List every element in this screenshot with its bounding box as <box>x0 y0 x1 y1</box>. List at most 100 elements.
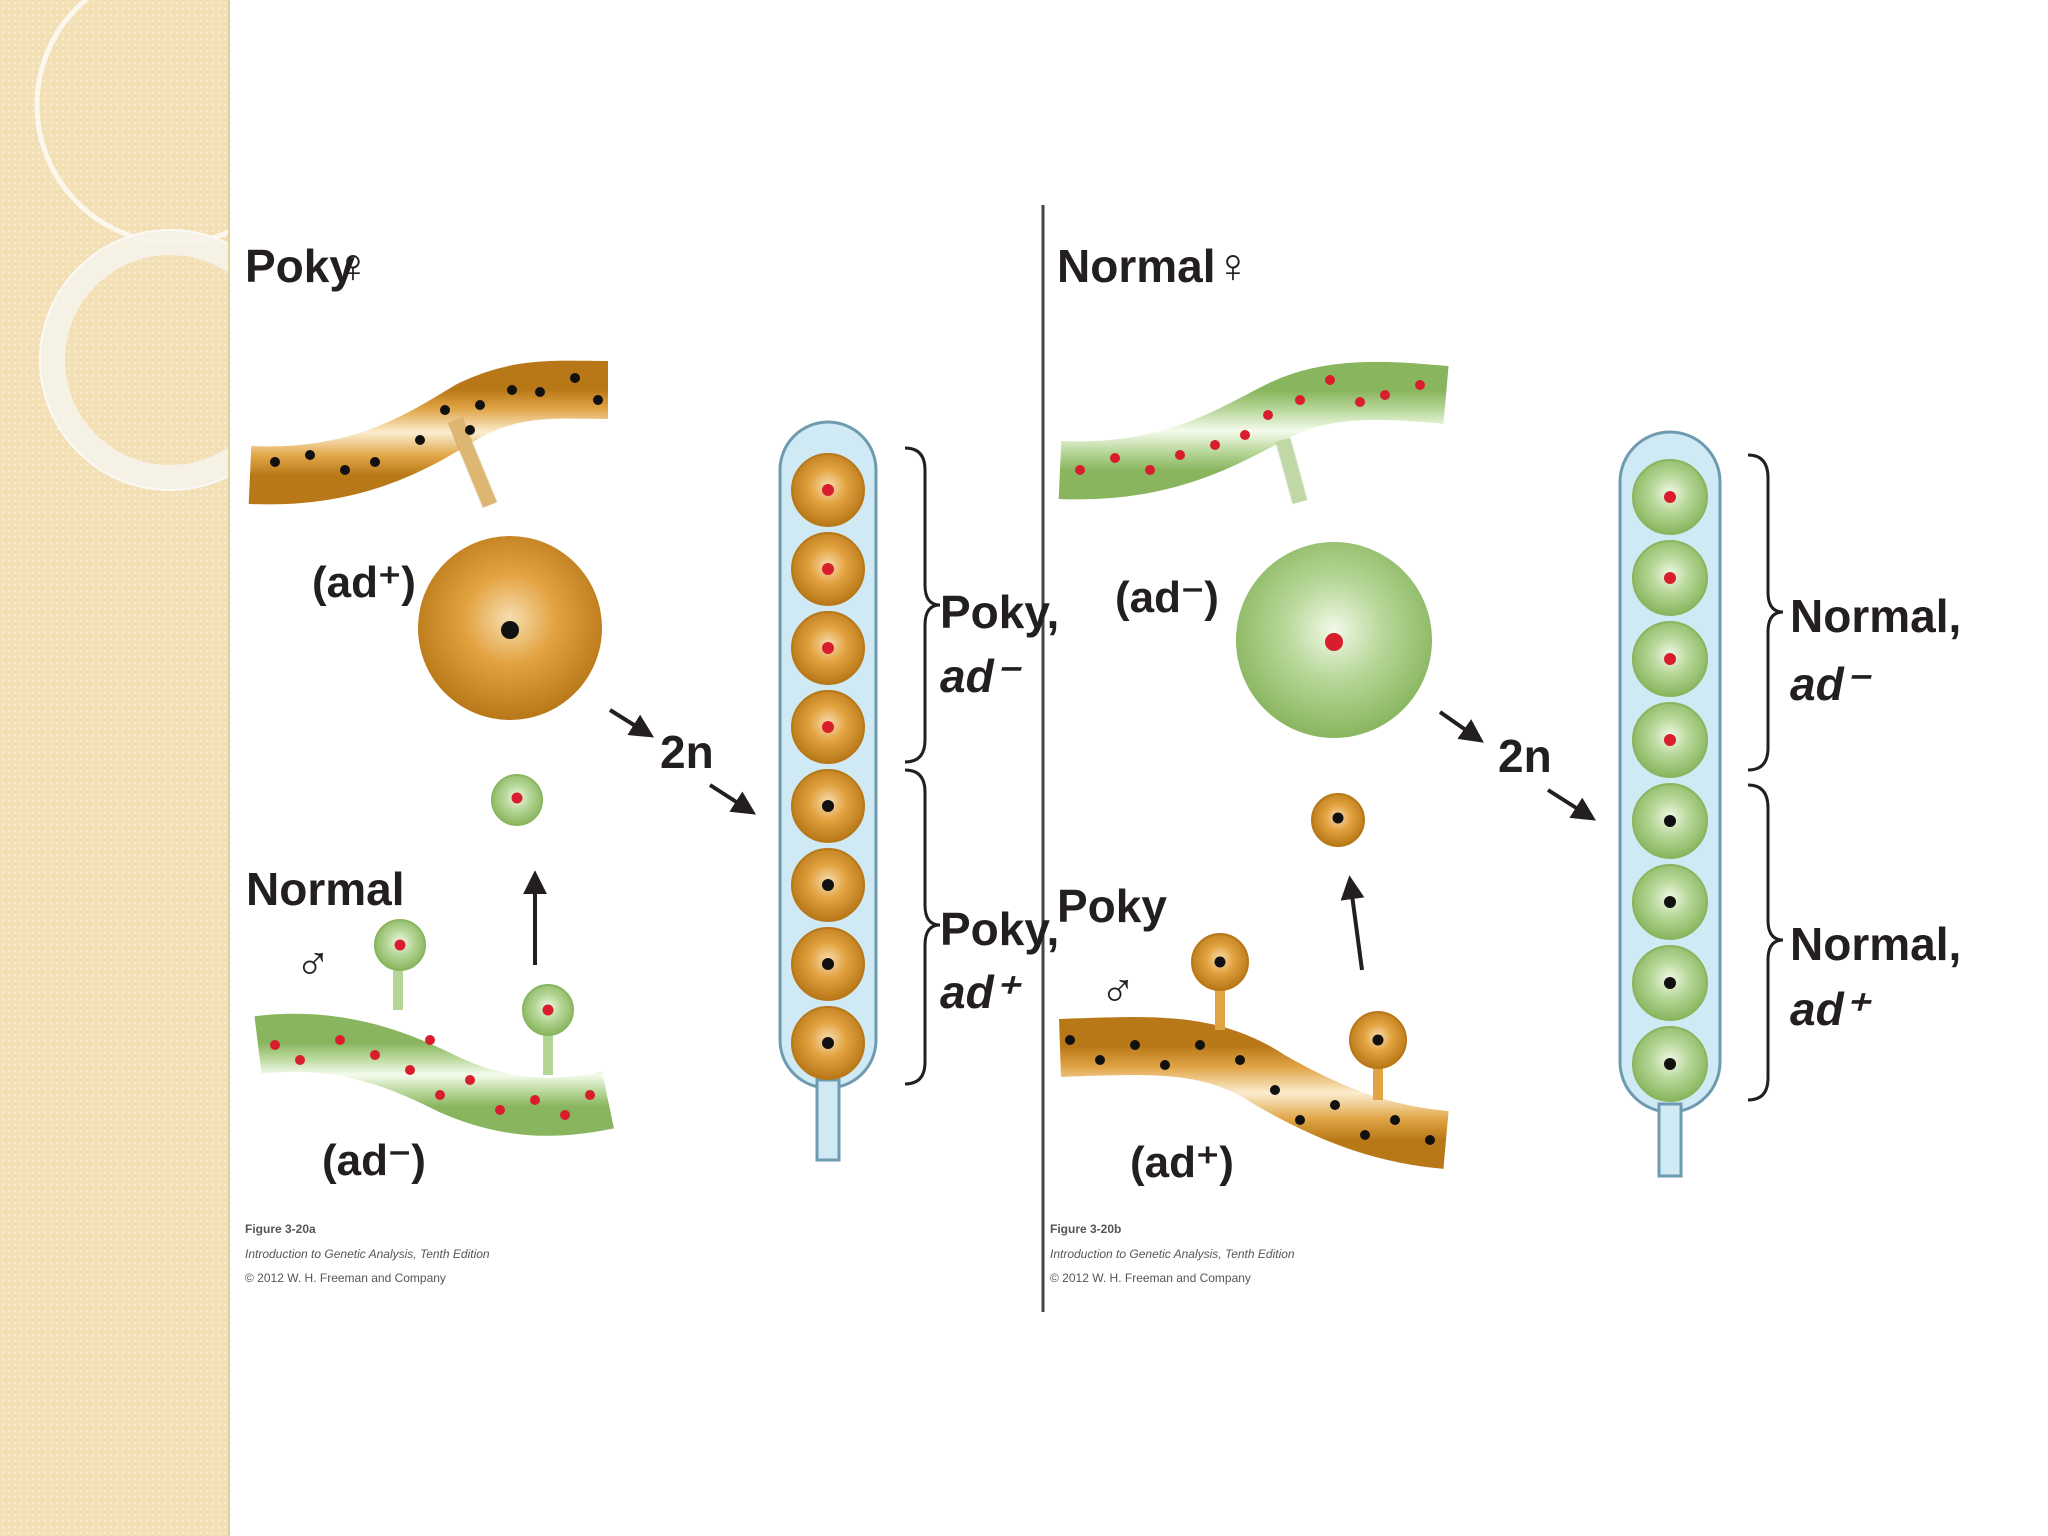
female-symbol: ♀ <box>335 240 371 293</box>
male-conidium-2-nucleus <box>543 1005 554 1016</box>
conidium-nucleus <box>1333 813 1344 824</box>
male-genotype: (ad⁻) <box>322 1136 426 1185</box>
ascospore-nucleus <box>1664 1058 1676 1070</box>
hyphal-nucleus <box>1325 375 1335 385</box>
hyphal-nucleus <box>465 425 475 435</box>
ascospore-nucleus <box>822 484 834 496</box>
hyphal-nucleus <box>1415 380 1425 390</box>
diploid-arrow-out <box>710 785 752 812</box>
hyphal-nucleus <box>585 1090 595 1100</box>
hyphal-nucleus <box>270 457 280 467</box>
ascospore-nucleus <box>822 721 834 733</box>
ascospore-nucleus <box>1664 815 1676 827</box>
hyphal-nucleus <box>1240 430 1250 440</box>
hyphal-nucleus <box>507 385 517 395</box>
panel-a: Poky ♀ (ad⁺) Normal ♂ (ad⁻) 2n <box>245 240 1059 1285</box>
hyphal-nucleus <box>570 373 580 383</box>
female-genotype: (ad⁺) <box>312 558 416 607</box>
female-label: Normal <box>1057 240 1215 292</box>
female-nucleus <box>501 621 519 639</box>
hyphal-nucleus <box>1175 450 1185 460</box>
upper-spores-bracket <box>905 448 940 762</box>
ascospore-nucleus <box>1664 896 1676 908</box>
hyphal-nucleus <box>370 1050 380 1060</box>
fertilization-arrow <box>1350 880 1362 970</box>
hyphal-nucleus <box>370 457 380 467</box>
diploid-label: 2n <box>1498 730 1552 782</box>
ascospore-nucleus <box>1664 572 1676 584</box>
female-nucleus <box>1325 633 1343 651</box>
male-conidium-1-nucleus <box>1215 957 1226 968</box>
hyphal-nucleus <box>1145 465 1155 475</box>
panel-b: Normal ♀ (ad⁻) Poky ♂ (ad⁺) 2n Normal, a… <box>1050 240 1961 1285</box>
male-symbol: ♂ <box>1100 963 1136 1016</box>
lower-spores-label-2: ad⁺ <box>940 966 1023 1018</box>
upper-spores-label-2: ad⁻ <box>1790 658 1873 710</box>
upper-spores-label-1: Poky, <box>940 586 1059 638</box>
hyphal-nucleus <box>435 1090 445 1100</box>
diploid-arrow-out <box>1548 790 1592 818</box>
ascospore-nucleus <box>1664 977 1676 989</box>
hyphal-nucleus <box>1360 1130 1370 1140</box>
hyphal-nucleus <box>415 435 425 445</box>
female-genotype: (ad⁻) <box>1115 573 1219 622</box>
female-hypha <box>250 390 608 476</box>
hyphal-nucleus <box>1065 1035 1075 1045</box>
ascus-stalk <box>1659 1104 1681 1176</box>
hyphal-nucleus <box>1263 410 1273 420</box>
hyphal-nucleus <box>270 1040 280 1050</box>
hyphal-nucleus <box>560 1110 570 1120</box>
male-conidium-2-nucleus <box>1373 1035 1384 1046</box>
ascospore-nucleus <box>822 800 834 812</box>
upper-spores-label-1: Normal, <box>1790 590 1961 642</box>
hyphal-nucleus <box>593 395 603 405</box>
lower-spores-label-1: Poky, <box>940 903 1059 955</box>
hyphal-nucleus <box>1130 1040 1140 1050</box>
diploid-arrow-in <box>610 710 650 735</box>
male-label: Normal <box>246 863 404 915</box>
ascospore-nucleus <box>1664 653 1676 665</box>
conidium-nucleus <box>512 793 523 804</box>
hyphal-nucleus <box>1075 465 1085 475</box>
male-hypha <box>258 1043 608 1107</box>
upper-spores-label-2: ad⁻ <box>940 650 1023 702</box>
lower-spores-label-1: Normal, <box>1790 918 1961 970</box>
hyphal-nucleus <box>1110 453 1120 463</box>
ascospore-nucleus <box>822 958 834 970</box>
male-conidium-1-nucleus <box>395 940 406 951</box>
hyphal-nucleus <box>1195 1040 1205 1050</box>
caption-book: Introduction to Genetic Analysis, Tenth … <box>1050 1247 1295 1261</box>
ascospore-nucleus <box>822 642 834 654</box>
hyphal-nucleus <box>335 1035 345 1045</box>
female-stalk-outline <box>1283 440 1300 502</box>
ascospore-nucleus <box>822 1037 834 1049</box>
diploid-arrow-in <box>1440 712 1480 740</box>
hyphal-nucleus <box>1295 395 1305 405</box>
hyphal-nucleus <box>465 1075 475 1085</box>
female-symbol: ♀ <box>1215 240 1251 293</box>
hyphal-nucleus <box>475 400 485 410</box>
hyphal-nucleus <box>1330 1100 1340 1110</box>
hyphal-nucleus <box>405 1065 415 1075</box>
hyphal-nucleus <box>295 1055 305 1065</box>
upper-spores-bracket <box>1748 455 1783 770</box>
caption-figure: Figure 3-20a <box>245 1222 316 1236</box>
ascospore-nucleus <box>822 563 834 575</box>
caption-copyright: © 2012 W. H. Freeman and Company <box>1050 1271 1251 1285</box>
hyphal-nucleus <box>495 1105 505 1115</box>
hyphal-nucleus <box>1390 1115 1400 1125</box>
hyphal-nucleus <box>1160 1060 1170 1070</box>
hyphal-nucleus <box>530 1095 540 1105</box>
male-label: Poky <box>1057 880 1167 932</box>
lower-spores-bracket <box>905 770 940 1084</box>
ascus-stalk <box>817 1080 839 1160</box>
ascospore-nucleus <box>1664 734 1676 746</box>
hyphal-nucleus <box>305 450 315 460</box>
male-genotype: (ad⁺) <box>1130 1138 1234 1187</box>
hyphal-nucleus <box>535 387 545 397</box>
caption-book: Introduction to Genetic Analysis, Tenth … <box>245 1247 490 1261</box>
hyphal-nucleus <box>1095 1055 1105 1065</box>
hyphal-nucleus <box>1295 1115 1305 1125</box>
hyphal-nucleus <box>1425 1135 1435 1145</box>
